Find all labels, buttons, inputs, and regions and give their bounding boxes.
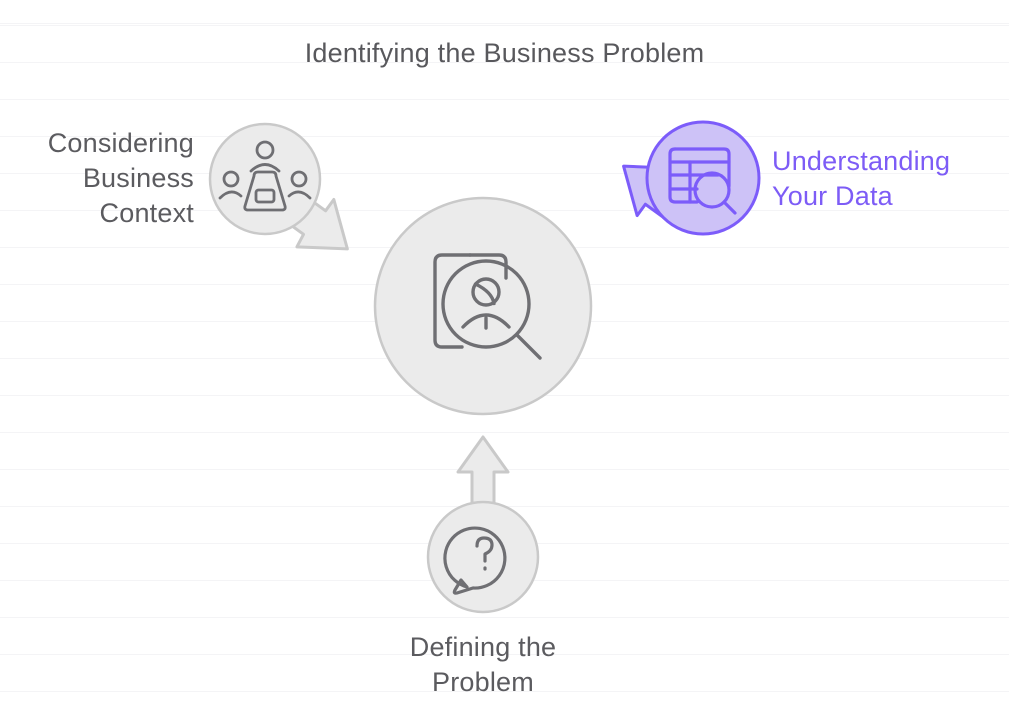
table-magnifier-icon	[668, 147, 737, 215]
node-label-understanding-your-data: Understanding Your Data	[772, 146, 951, 211]
node-defining-the-problem[interactable]	[426, 500, 540, 614]
page-title: Identifying the Business Problem	[304, 38, 705, 68]
meeting-people-icon	[218, 140, 312, 212]
question-speech-bubble-icon	[443, 526, 507, 595]
node-considering-business-context[interactable]	[208, 122, 322, 236]
node-understanding-your-data[interactable]	[645, 120, 761, 236]
node-label-defining-the-problem: Defining the Problem	[409, 632, 557, 697]
document-person-magnifier-icon	[433, 253, 542, 360]
node-label-considering-business-context: Considering Business Context	[47, 128, 194, 228]
node-identifying-the-business-problem[interactable]	[373, 196, 593, 416]
